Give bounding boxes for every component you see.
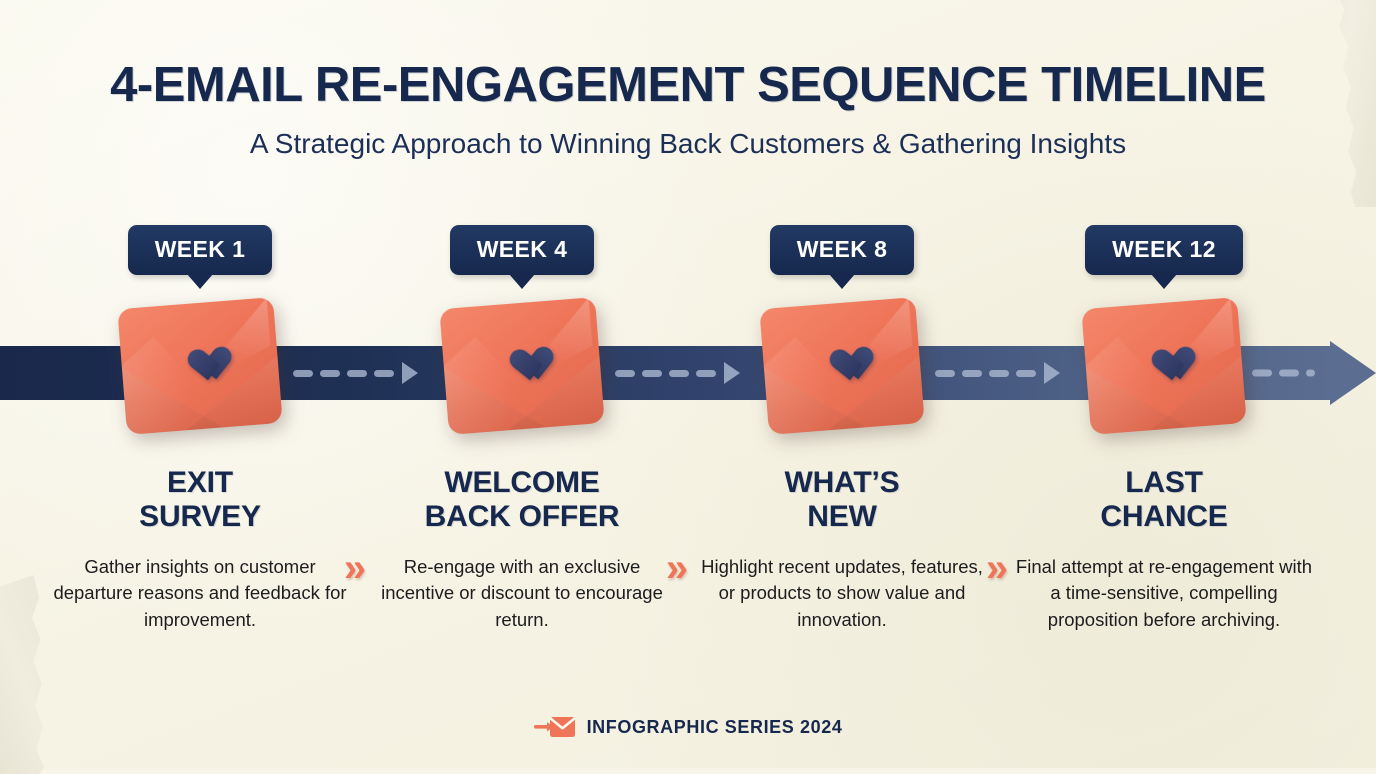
week-badge-wrap-3: WEEK 8 bbox=[692, 225, 992, 275]
timeline-dashed-arrow-3 bbox=[935, 362, 1060, 384]
week-badge-wrap-4: WEEK 12 bbox=[1014, 225, 1314, 275]
step-body-4: Final attempt at re-engagement with a ti… bbox=[1015, 556, 1313, 630]
dash bbox=[935, 369, 955, 377]
dash bbox=[696, 369, 716, 377]
arrow-right-icon bbox=[724, 362, 740, 384]
chevron-separator-icon: » bbox=[343, 546, 367, 590]
dash bbox=[989, 369, 1009, 377]
heart-icon bbox=[178, 334, 220, 372]
envelope-wrap-2 bbox=[372, 297, 672, 435]
envelope-heart-icon bbox=[439, 297, 605, 435]
heart-icon bbox=[500, 334, 542, 372]
dash bbox=[1016, 369, 1036, 377]
dash bbox=[320, 369, 340, 377]
week-badge-3[interactable]: WEEK 8 bbox=[769, 225, 915, 275]
chevron-separator-icon: » bbox=[665, 546, 689, 590]
chevron-separator-icon: » bbox=[985, 546, 1009, 590]
week-badge-wrap-1: WEEK 1 bbox=[50, 225, 350, 275]
dash bbox=[615, 369, 635, 377]
envelope-heart-icon bbox=[117, 297, 283, 435]
arrow-right-icon bbox=[402, 362, 418, 384]
heart-icon bbox=[820, 334, 862, 372]
envelope-arrow-icon bbox=[533, 714, 576, 740]
dash bbox=[374, 369, 394, 377]
timeline-dashed-arrow-4 bbox=[1252, 369, 1315, 377]
footer-label: INFOGRAPHIC SERIES 2024 bbox=[586, 716, 843, 737]
header: 4-EMAIL RE-ENGAGEMENT SEQUENCE TIMELINE … bbox=[0, 58, 1376, 160]
dash bbox=[1279, 369, 1299, 377]
timeline-dashed-arrow-2 bbox=[615, 362, 740, 384]
footer: INFOGRAPHIC SERIES 2024 bbox=[0, 714, 1376, 740]
week-badge-2[interactable]: WEEK 4 bbox=[449, 225, 595, 275]
week-badge-1[interactable]: WEEK 1 bbox=[127, 225, 273, 275]
step-body-3: Highlight recent updates, features, or p… bbox=[701, 556, 983, 630]
dash bbox=[293, 369, 313, 377]
envelope-heart-icon bbox=[1081, 297, 1247, 435]
heart-icon bbox=[1142, 334, 1184, 372]
dash bbox=[1306, 369, 1315, 377]
week-badge-4[interactable]: WEEK 12 bbox=[1085, 225, 1243, 275]
envelope-heart-icon bbox=[759, 297, 925, 435]
step-body-1: Gather insights on customer departure re… bbox=[53, 556, 347, 630]
dash bbox=[347, 369, 367, 377]
step-body-2: Re-engage with an exclusive incentive or… bbox=[381, 556, 663, 630]
dash bbox=[669, 369, 689, 377]
page-subtitle: A Strategic Approach to Winning Back Cus… bbox=[249, 127, 1127, 159]
envelope-wrap-3 bbox=[692, 297, 992, 435]
arrow-right-icon bbox=[1044, 362, 1060, 384]
dash bbox=[962, 369, 982, 377]
envelope-wrap-1 bbox=[50, 297, 350, 435]
dash bbox=[642, 369, 662, 377]
envelope-wrap-4 bbox=[1014, 297, 1314, 435]
timeline-dashed-arrow-1 bbox=[293, 362, 418, 384]
week-badge-wrap-2: WEEK 4 bbox=[372, 225, 672, 275]
dash bbox=[1252, 369, 1272, 377]
page-title: 4-EMAIL RE-ENGAGEMENT SEQUENCE TIMELINE bbox=[110, 58, 1266, 112]
